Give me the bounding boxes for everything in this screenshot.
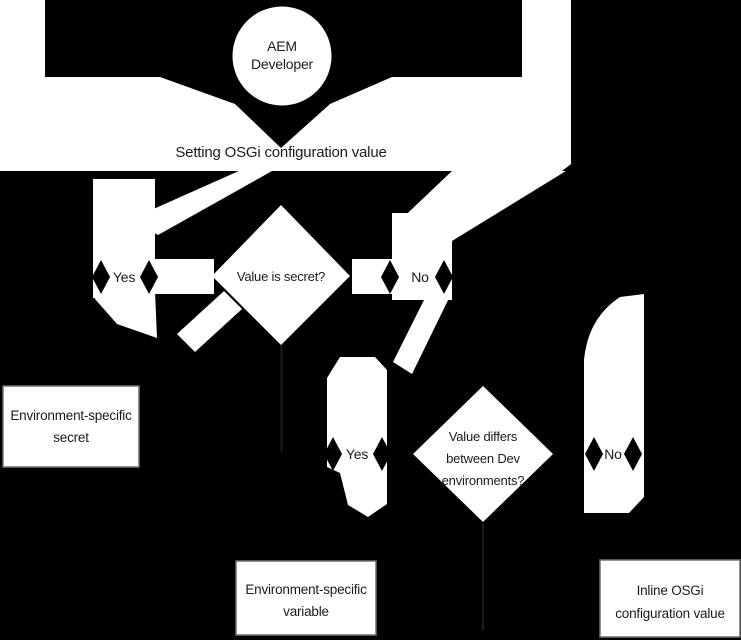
notch-icon (140, 260, 158, 294)
notch-arrows (92, 260, 642, 471)
env-secret-line1: Environment-specific (10, 408, 132, 423)
developer-label-line2: Developer (251, 56, 314, 72)
is-secret-decision: Value is secret? (212, 205, 350, 345)
env-variable-node: Environment-specific variable (235, 560, 377, 636)
differs-label-line2: between Dev (446, 451, 520, 466)
inline-osgi-line2: configuration value (615, 606, 725, 621)
differs-diamond (413, 386, 553, 522)
halo-yes1-wedge (93, 291, 157, 338)
env-secret-line2: secret (53, 430, 89, 445)
notch-icon (435, 260, 453, 294)
env-variable-line1: Environment-specific (245, 582, 367, 597)
env-secret-node: Environment-specific secret (2, 385, 140, 468)
halo-yes1-arm (152, 259, 214, 294)
env-variable-box (235, 560, 377, 636)
developer-circle (232, 6, 332, 106)
notch-icon (381, 260, 399, 294)
env-secret-box (2, 385, 140, 468)
is-secret-diamond (212, 205, 350, 345)
differs-label-line3: environments? (442, 473, 525, 488)
developer-node: AEM Developer (232, 6, 332, 106)
halo-yes2-strip (327, 357, 387, 517)
differs-decision: Value differs between Dev environments? (413, 386, 553, 522)
env-variable-line2: variable (283, 604, 329, 619)
differs-no-label: No (604, 446, 622, 462)
inline-osgi-node: Inline OSGi configuration value (599, 559, 741, 638)
edge-labels: Yes No Yes No (92, 260, 642, 471)
is-secret-yes-label: Yes (113, 269, 135, 285)
is-secret-label: Value is secret? (237, 269, 325, 284)
notch-icon (624, 437, 642, 471)
developer-label-line1: AEM (267, 38, 297, 54)
is-secret-no-label: No (411, 269, 429, 285)
connector-lines (280, 345, 484, 630)
action-label: Setting OSGi configuration value (175, 144, 386, 161)
differs-label-line1: Value differs (449, 429, 518, 444)
halo-no1-wedge (393, 292, 452, 374)
notch-icon (585, 437, 603, 471)
notch-icon (324, 437, 342, 471)
halo-secret-stripe (177, 291, 242, 352)
halo-left-diagonal (131, 166, 281, 235)
differs-yes-label: Yes (346, 446, 368, 462)
inline-osgi-box (599, 559, 741, 638)
notch-icon (373, 437, 391, 471)
notch-icon (92, 260, 110, 294)
inline-osgi-line1: Inline OSGi (637, 583, 704, 598)
